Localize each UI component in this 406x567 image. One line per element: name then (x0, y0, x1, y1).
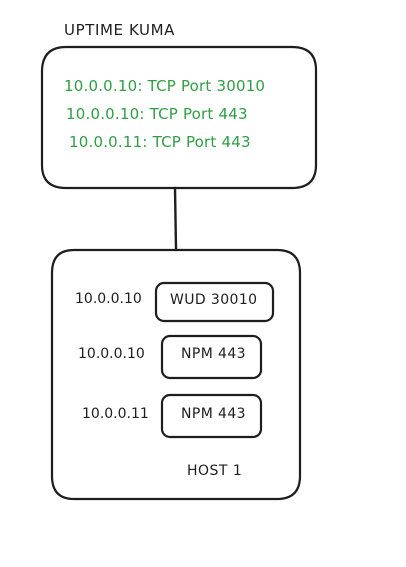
host-box (50, 248, 302, 501)
connector-line (173, 186, 178, 251)
service-ip-2: 10.0.0.10 (78, 346, 145, 362)
monitor-line-3: 10.0.0.11: TCP Port 443 (69, 133, 251, 151)
uptime-kuma-box (40, 45, 318, 190)
host-title: HOST 1 (187, 463, 243, 479)
service-box-2 (160, 334, 263, 380)
service-box-3 (160, 393, 263, 439)
monitor-line-2: 10.0.0.10: TCP Port 443 (66, 105, 248, 123)
service-name-1: WUD 30010 (170, 292, 258, 308)
service-name-3: NPM 443 (181, 406, 246, 422)
service-box-1 (154, 281, 275, 323)
monitor-line-1: 10.0.0.10: TCP Port 30010 (64, 77, 266, 95)
service-ip-1: 10.0.0.10 (75, 291, 142, 307)
service-ip-3: 10.0.0.11 (82, 406, 149, 422)
uptime-kuma-title: UPTIME KUMA (64, 21, 176, 39)
service-name-2: NPM 443 (181, 346, 246, 362)
